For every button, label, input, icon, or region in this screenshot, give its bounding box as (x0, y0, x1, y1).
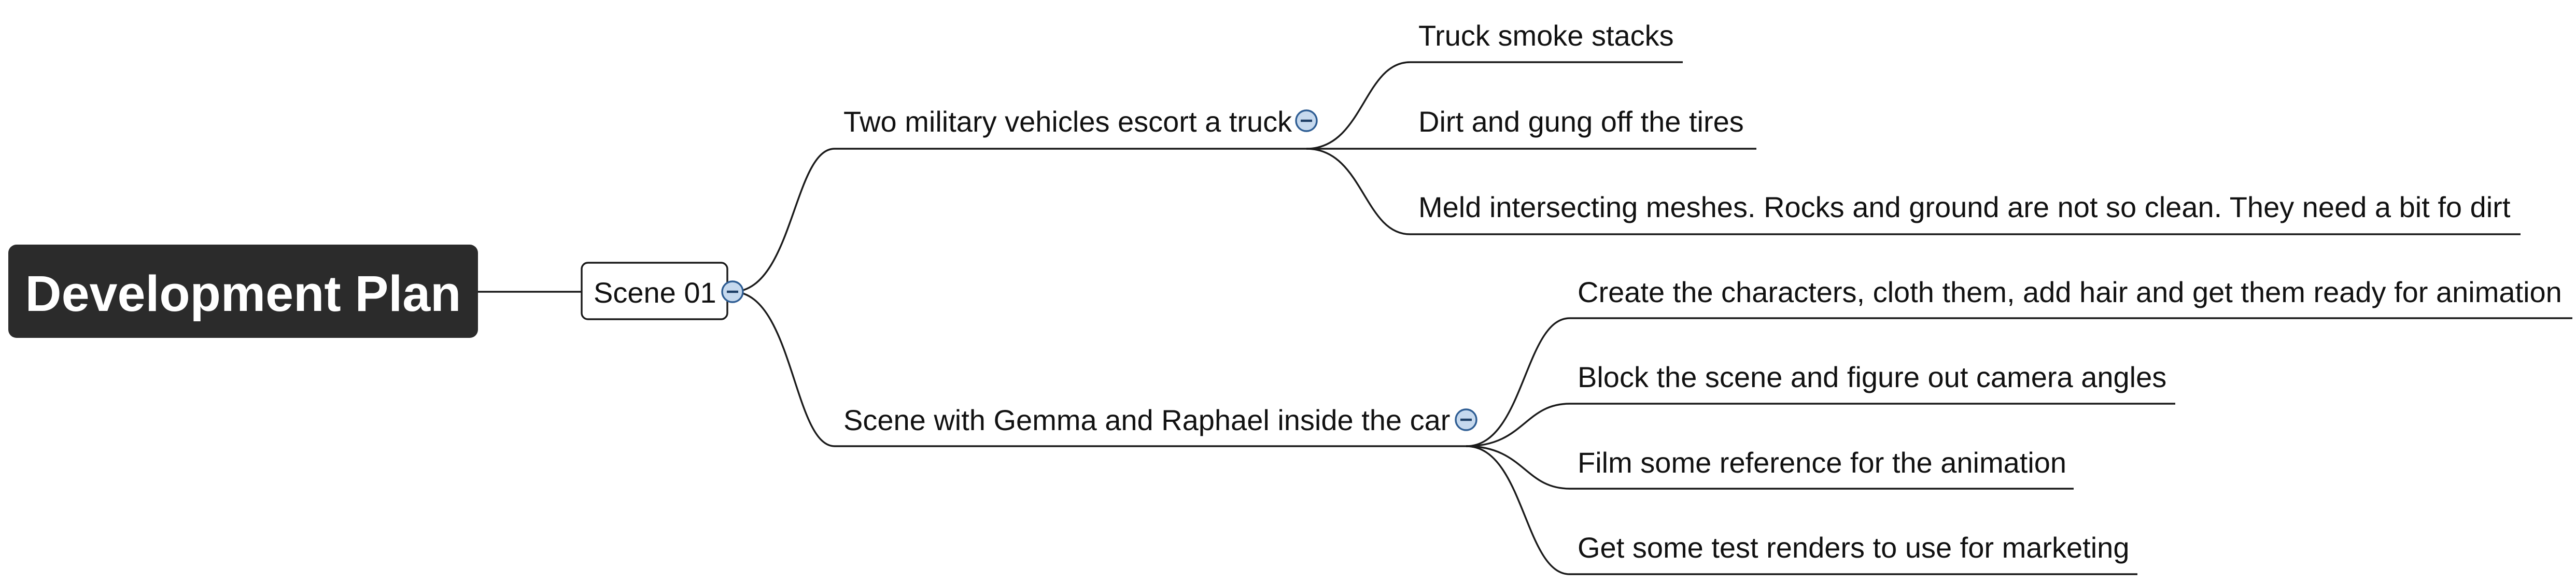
connector-b2-leaf-4 (1466, 445, 1570, 575)
leaf-node-label: Get some test renders to use for marketi… (1578, 531, 2129, 564)
scene-node-label: Scene 01 (594, 276, 716, 309)
connectors (478, 61, 1570, 575)
leaf-node[interactable]: Get some test renders to use for marketi… (1570, 531, 2137, 575)
root-node-label: Development Plan (25, 265, 461, 322)
root-node-box (8, 245, 478, 338)
connector-b2-leaf-3 (1466, 445, 1570, 490)
root-node[interactable]: Development Plan (8, 245, 478, 338)
leaf-node-label: Truck smoke stacks (1418, 19, 1674, 52)
leaf-node[interactable]: Truck smoke stacks (1410, 19, 1683, 63)
leaf-node-label: Create the characters, cloth them, add h… (1578, 276, 2562, 308)
leaf-node-label: Dirt and gung off the tires (1418, 105, 1744, 138)
connector-b2-leaf-1 (1466, 317, 1570, 447)
leaf-node-label: Block the scene and figure out camera an… (1578, 361, 2166, 393)
connector-scene-branch-1 (732, 148, 835, 293)
leaf-node[interactable]: Create the characters, cloth them, add h… (1570, 276, 2572, 319)
leaf-node-label: Meld intersecting meshes. Rocks and grou… (1418, 191, 2511, 223)
branch-node-1[interactable]: Two military vehicles escort a truck (835, 105, 1306, 150)
collapse-minus-icon[interactable] (1455, 408, 1477, 431)
leaf-node[interactable]: Block the scene and figure out camera an… (1570, 361, 2175, 405)
connector-b2-leaf-2 (1466, 403, 1570, 447)
collapse-minus-icon[interactable] (1295, 109, 1318, 132)
connector-b1-leaf-3 (1306, 148, 1411, 235)
branch-node-2-label: Scene with Gemma and Raphael inside the … (843, 404, 1450, 436)
leaf-node[interactable]: Dirt and gung off the tires (1410, 105, 1756, 150)
leaf-node[interactable]: Meld intersecting meshes. Rocks and grou… (1410, 191, 2521, 235)
connector-b1-leaf-1 (1306, 61, 1411, 150)
leaf-node-label: Film some reference for the animation (1578, 446, 2066, 479)
branch-node-2[interactable]: Scene with Gemma and Raphael inside the … (835, 404, 1466, 447)
scene-node[interactable]: Scene 01 (581, 262, 728, 320)
branch-node-1-label: Two military vehicles escort a truck (843, 105, 1292, 138)
collapse-minus-icon[interactable] (721, 280, 744, 303)
connector-scene-branch-2 (732, 291, 835, 447)
leaf-node[interactable]: Film some reference for the animation (1570, 446, 2074, 490)
